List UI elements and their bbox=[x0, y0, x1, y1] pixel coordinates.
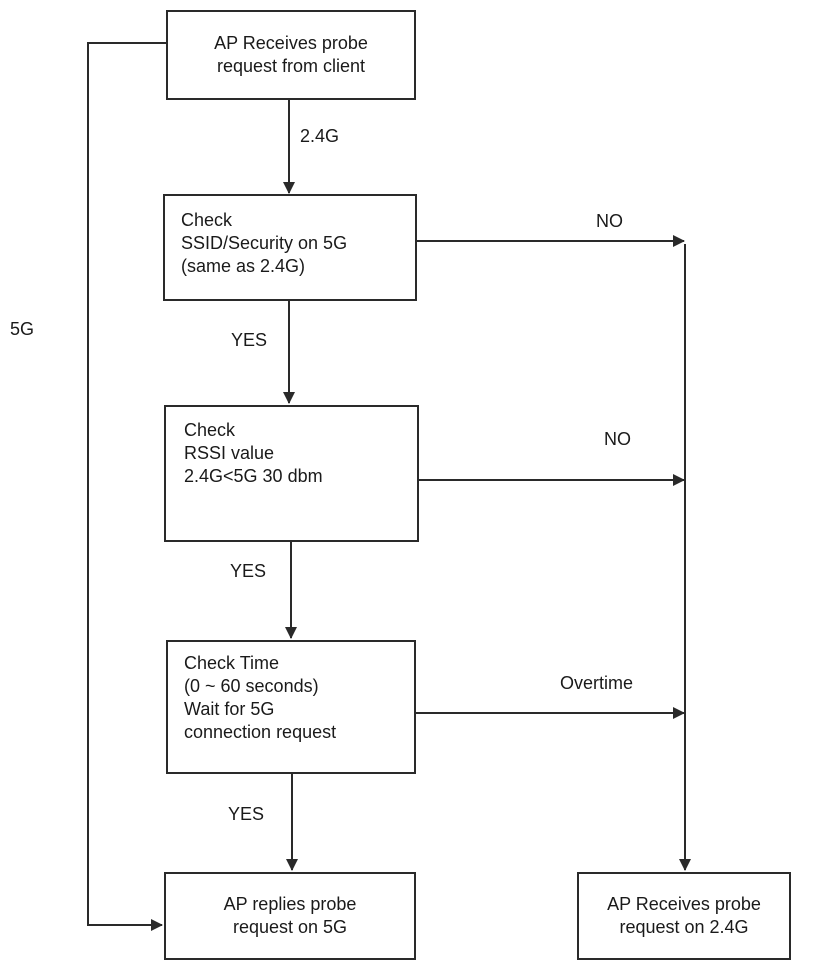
node-check-time: Check Time (0 ~ 60 seconds) Wait for 5G … bbox=[166, 640, 416, 774]
label-start-to-ssid: 2.4G bbox=[300, 126, 340, 146]
edge-start-to-reply-5g bbox=[87, 42, 166, 931]
node-reply-24g-line-1: AP Receives probe bbox=[607, 894, 761, 914]
node-check-time-line-2: (0 ~ 60 seconds) bbox=[184, 676, 319, 696]
node-check-rssi-line-2: RSSI value bbox=[184, 443, 275, 463]
label-time-overtime: Overtime bbox=[560, 673, 634, 693]
node-reply-5g: AP replies probe request on 5G bbox=[164, 872, 416, 960]
node-reply-24g: AP Receives probe request on 2.4G bbox=[577, 872, 791, 960]
label-start-to-5g: 5G bbox=[10, 319, 35, 339]
label-rssi-no: NO bbox=[604, 429, 631, 449]
node-check-ssid-line-1: Check bbox=[181, 210, 233, 230]
node-check-time-line-3: Wait for 5G bbox=[184, 699, 275, 719]
node-check-rssi-line-3: 2.4G<5G 30 dbm bbox=[184, 466, 323, 486]
node-start: AP Receives probe request from client bbox=[166, 10, 416, 100]
node-check-ssid-line-2: SSID/Security on 5G bbox=[181, 233, 348, 253]
node-check-rssi: Check RSSI value 2.4G<5G 30 dbm bbox=[164, 405, 419, 542]
node-start-line-1: AP Receives probe bbox=[214, 33, 368, 53]
label-time-yes: YES bbox=[228, 804, 265, 824]
node-check-time-line-1: Check Time bbox=[184, 653, 280, 673]
node-check-ssid-line-3: (same as 2.4G) bbox=[181, 256, 306, 276]
node-start-line-2: request from client bbox=[216, 56, 366, 76]
node-check-ssid: Check SSID/Security on 5G (same as 2.4G) bbox=[163, 194, 417, 301]
node-check-time-line-4: connection request bbox=[184, 722, 337, 742]
node-check-rssi-line-1: Check bbox=[184, 420, 236, 440]
label-ssid-no: NO bbox=[596, 211, 623, 231]
label-rssi-yes: YES bbox=[230, 561, 267, 581]
node-reply-5g-line-2: request on 5G bbox=[232, 917, 348, 937]
node-reply-5g-line-1: AP replies probe bbox=[223, 894, 357, 914]
label-ssid-yes: YES bbox=[231, 330, 268, 350]
node-reply-24g-line-2: request on 2.4G bbox=[619, 917, 749, 937]
